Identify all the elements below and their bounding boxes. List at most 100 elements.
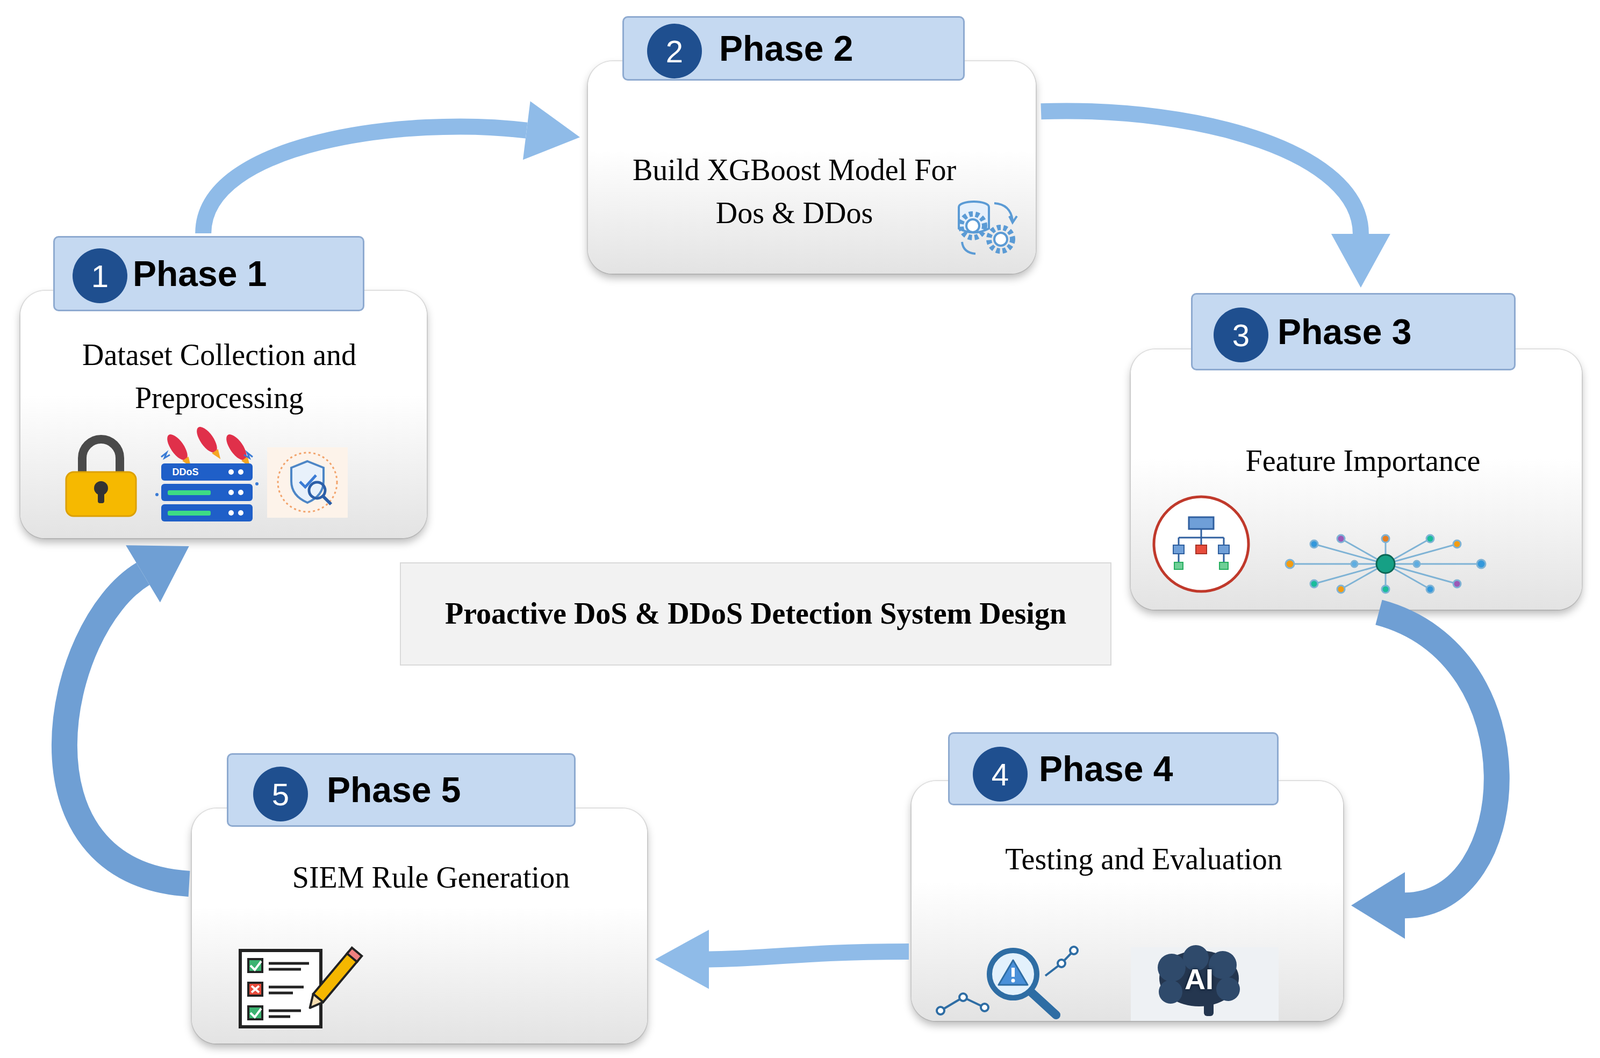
phase-number-circle: 5 (253, 766, 308, 822)
hierarchy-icon-part (1200, 537, 1203, 545)
network-icon-part (1381, 585, 1390, 593)
hierarchy-icon (1153, 496, 1249, 592)
phase-number: 2 (665, 33, 684, 70)
server-tag: DDoS (162, 465, 208, 479)
ddos-server-icon-part (155, 492, 159, 497)
phase-number: 3 (1232, 317, 1250, 354)
ai-brain-icon-part (1158, 979, 1183, 1004)
ddos-server-icon-part (244, 452, 253, 458)
network-icon-part (1453, 540, 1461, 548)
network-icon-part (1314, 563, 1386, 584)
shield-scan-icon-part (291, 461, 324, 503)
phase-number: 4 (991, 756, 1009, 793)
alert-scan-icon-part (1045, 950, 1074, 976)
checklist-icon-part (248, 1006, 263, 1020)
ai-tag: AI (1164, 960, 1234, 997)
checklist-icon-part (250, 960, 262, 970)
alert-scan-icon-part (989, 950, 1037, 998)
alert-scan-icon-part (980, 1003, 989, 1011)
ddos-server-icon-part (222, 431, 256, 471)
alert-scan-icon (936, 946, 1078, 1015)
arrow-shaft (203, 126, 527, 234)
ai-brain-icon-part (1182, 944, 1209, 971)
flow-arrow (1041, 110, 1391, 288)
padlock-icon (66, 439, 136, 516)
network-icon-part (1351, 560, 1358, 568)
database-gear-icon-part (966, 219, 980, 233)
phase-description: Build XGBoost Model For Dos & DDos (622, 148, 967, 235)
arrow-head (1351, 871, 1405, 939)
arrow-shaft (1378, 612, 1497, 906)
padlock-icon-part (66, 471, 136, 516)
checklist-icon-part (248, 982, 263, 996)
alert-scan-icon-part (959, 993, 967, 1001)
network-icon-part (1385, 563, 1387, 590)
ddos-server-icon-part-part (182, 456, 195, 469)
network-icon-part (1385, 563, 1431, 590)
arrow-shaft (64, 573, 190, 884)
checklist-icon-part (304, 947, 362, 1013)
network-icon-part (1385, 543, 1458, 564)
network-icon-part (1385, 563, 1482, 565)
checklist-icon-part (240, 950, 321, 1027)
arrow-shaft (1041, 110, 1361, 234)
hierarchy-icon-part (1178, 537, 1180, 545)
phase-number-circle: 4 (972, 746, 1028, 802)
alert-scan-icon-part (1057, 959, 1066, 967)
shield-scan-icon-part (323, 496, 332, 505)
checklist-icon-part (268, 962, 310, 965)
arrow-shaft (708, 951, 909, 959)
shield-scan-icon-part (277, 452, 337, 512)
arrow-head (1331, 233, 1391, 288)
ddos-server-icon-part (167, 510, 211, 516)
ddos-server-icon-part (238, 469, 244, 475)
checklist-icon-part-part (313, 952, 358, 1002)
hierarchy-icon-part (1223, 553, 1225, 563)
hierarchy-icon-part (1173, 544, 1185, 554)
ddos-server-icon-part (192, 423, 226, 463)
ai-brain-icon-part (1208, 950, 1237, 979)
hierarchy-icon-part (1223, 537, 1225, 545)
phase-card: Phase 5SIEM Rule Generation5 (191, 808, 648, 1044)
padlock-icon-part (97, 489, 105, 504)
ai-brain-icon-part (1130, 946, 1279, 1021)
ddos-server-icon-part-part (241, 456, 254, 469)
network-icon-part (1385, 563, 1458, 584)
database-gear-icon-part (960, 213, 985, 238)
hierarchy-icon-part (1218, 544, 1230, 554)
flow-arrow (1351, 612, 1497, 939)
phase-card: Phase 3Feature Importance3 (1130, 349, 1582, 610)
checklist-icon-part-part (347, 947, 362, 962)
phase-description: Testing and Evaluation (955, 837, 1332, 881)
network-icon-part (1381, 534, 1390, 543)
ai-brain-icon-part (1216, 977, 1240, 1001)
phase-heading: Phase 3 (1277, 294, 1412, 369)
ddos-server-icon-part (161, 463, 253, 481)
ddos-server-icon-part (238, 510, 244, 516)
ddos-server-icon-part-part (211, 448, 224, 462)
checklist-icon-part (268, 985, 304, 989)
ddos-server-icon-part (167, 490, 211, 495)
network-icon-part (1285, 559, 1295, 569)
phase-heading: Phase 2 (719, 17, 854, 80)
hierarchy-icon-part (1195, 544, 1207, 554)
hierarchy-icon-part (1200, 528, 1203, 538)
system-title-box: Proactive DoS & DDoS Detection System De… (399, 562, 1112, 666)
network-icon-part (1289, 563, 1386, 565)
phase-number: 5 (271, 776, 290, 813)
phase-card: Phase 4Testing and Evaluation4 (911, 780, 1344, 1021)
ddos-server-icon-part-part (163, 431, 192, 464)
database-gear-icon-part (1009, 216, 1017, 223)
hierarchy-icon-part (1178, 553, 1180, 563)
flow-arrow (203, 101, 580, 234)
ddos-server-icon-part-part (192, 423, 221, 456)
hierarchy-icon-part (1178, 536, 1224, 539)
checklist-icon-part (250, 1008, 262, 1017)
shield-scan-icon (267, 447, 348, 518)
phase-heading: Phase 1 (132, 237, 268, 310)
checklist-icon-part (268, 1015, 291, 1018)
alert-scan-icon-part (1011, 967, 1015, 977)
phase-description: Feature Importance (1174, 439, 1552, 483)
